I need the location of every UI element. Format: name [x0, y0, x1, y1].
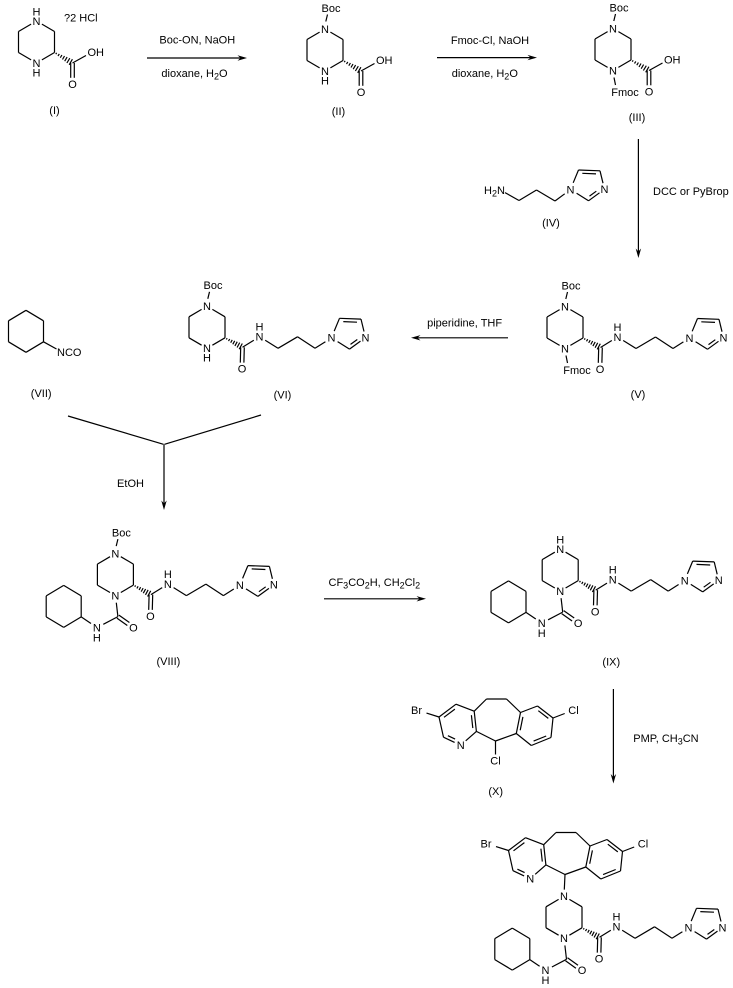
- svg-text:PMP, CH3CN: PMP, CH3CN: [633, 733, 698, 747]
- svg-text:(VI): (VI): [274, 389, 292, 401]
- svg-text:H: H: [256, 322, 264, 334]
- svg-text:N: N: [93, 622, 101, 634]
- svg-text:N: N: [362, 332, 370, 344]
- svg-text:Boc-ON, NaOH: Boc-ON, NaOH: [159, 35, 235, 47]
- svg-text:N: N: [601, 184, 609, 196]
- svg-text:dioxane, H2O: dioxane, H2O: [452, 68, 519, 82]
- svg-text:N: N: [556, 544, 564, 556]
- svg-text:Cl: Cl: [490, 755, 500, 767]
- svg-text:Cl: Cl: [568, 705, 578, 717]
- svg-text:N: N: [542, 965, 550, 977]
- svg-text:O: O: [595, 954, 604, 966]
- svg-text:N: N: [328, 333, 336, 345]
- svg-text:Boc: Boc: [562, 280, 581, 292]
- svg-text:H: H: [556, 534, 564, 546]
- svg-text:NCO: NCO: [57, 347, 82, 359]
- svg-text:Boc: Boc: [204, 280, 223, 292]
- svg-text:H: H: [93, 632, 101, 644]
- svg-text:N: N: [720, 333, 728, 345]
- svg-text:N: N: [538, 618, 546, 630]
- svg-text:O: O: [578, 965, 587, 977]
- svg-text:N: N: [561, 301, 569, 313]
- svg-text:(VIII): (VIII): [156, 656, 180, 668]
- svg-text:N: N: [685, 923, 693, 935]
- svg-text:H: H: [538, 628, 546, 640]
- svg-text:N: N: [609, 65, 617, 77]
- svg-text:(III): (III): [629, 112, 646, 124]
- svg-text:N: N: [715, 575, 723, 587]
- svg-text:N: N: [614, 332, 622, 344]
- svg-text:H: H: [609, 564, 617, 576]
- svg-text:OH: OH: [376, 55, 393, 67]
- svg-text:N: N: [613, 922, 621, 934]
- svg-text:N: N: [164, 579, 172, 591]
- svg-text:H2N: H2N: [484, 185, 505, 199]
- svg-text:O: O: [146, 611, 155, 623]
- svg-text:N: N: [609, 23, 617, 35]
- svg-text:N: N: [561, 343, 569, 355]
- svg-text:O: O: [591, 606, 600, 618]
- svg-text:OH: OH: [88, 47, 105, 59]
- svg-text:(II): (II): [332, 106, 345, 118]
- svg-text:N: N: [256, 332, 264, 344]
- svg-text:N: N: [457, 740, 465, 752]
- svg-text:H: H: [321, 75, 329, 87]
- svg-text:N: N: [270, 580, 278, 592]
- svg-text:H: H: [164, 569, 172, 581]
- svg-text:N: N: [567, 184, 575, 196]
- svg-text:O: O: [129, 622, 138, 634]
- svg-text:O: O: [357, 87, 366, 99]
- svg-text:N: N: [321, 66, 329, 78]
- svg-text:H: H: [33, 6, 41, 18]
- svg-text:N: N: [719, 922, 727, 934]
- svg-text:N: N: [526, 874, 534, 886]
- svg-text:N: N: [560, 933, 568, 945]
- svg-text:Fmoc: Fmoc: [611, 87, 639, 99]
- svg-text:Br: Br: [481, 838, 492, 850]
- svg-text:N: N: [609, 574, 617, 586]
- svg-text:(IX): (IX): [602, 656, 620, 668]
- svg-text:DCC or PyBrop: DCC or PyBrop: [653, 186, 729, 198]
- svg-text:Boc: Boc: [112, 527, 131, 539]
- svg-text:OH: OH: [664, 55, 681, 67]
- svg-text:?2 HCl: ?2 HCl: [64, 13, 98, 25]
- svg-text:CF3CO2H, CH2Cl2: CF3CO2H, CH2Cl2: [329, 577, 421, 591]
- svg-text:(X): (X): [488, 786, 503, 798]
- svg-text:N: N: [203, 301, 211, 313]
- svg-text:Fmoc-Cl, NaOH: Fmoc-Cl, NaOH: [451, 35, 529, 47]
- svg-text:(VII): (VII): [31, 388, 52, 400]
- svg-text:(IV): (IV): [542, 217, 560, 229]
- svg-text:(I): (I): [49, 105, 59, 117]
- svg-text:piperidine, THF: piperidine, THF: [427, 318, 502, 330]
- svg-text:N: N: [33, 58, 41, 70]
- svg-text:N: N: [556, 586, 564, 598]
- svg-text:H: H: [614, 322, 622, 334]
- svg-text:EtOH: EtOH: [117, 478, 144, 490]
- svg-text:N: N: [321, 24, 329, 36]
- svg-text:N: N: [111, 548, 119, 560]
- svg-text:Br: Br: [411, 705, 422, 717]
- svg-text:N: N: [236, 580, 244, 592]
- svg-text:H: H: [33, 67, 41, 79]
- svg-text:O: O: [596, 364, 605, 376]
- svg-text:N: N: [203, 343, 211, 355]
- svg-text:N: N: [560, 891, 568, 903]
- svg-text:H: H: [203, 353, 211, 365]
- svg-text:O: O: [645, 86, 654, 98]
- svg-text:Fmoc: Fmoc: [563, 365, 591, 377]
- svg-text:H: H: [613, 912, 621, 924]
- svg-text:N: N: [111, 590, 119, 602]
- svg-text:Cl: Cl: [638, 838, 648, 850]
- svg-text:(V): (V): [631, 389, 646, 401]
- svg-text:O: O: [68, 79, 77, 91]
- svg-text:dioxane, H2O: dioxane, H2O: [161, 68, 228, 82]
- svg-text:O: O: [574, 618, 583, 630]
- svg-text:N: N: [681, 575, 689, 587]
- svg-text:H: H: [542, 975, 550, 987]
- svg-text:Boc: Boc: [610, 2, 629, 14]
- svg-text:Boc: Boc: [322, 3, 341, 15]
- svg-text:O: O: [238, 364, 247, 376]
- svg-text:N: N: [686, 333, 694, 345]
- svg-text:N: N: [33, 16, 41, 28]
